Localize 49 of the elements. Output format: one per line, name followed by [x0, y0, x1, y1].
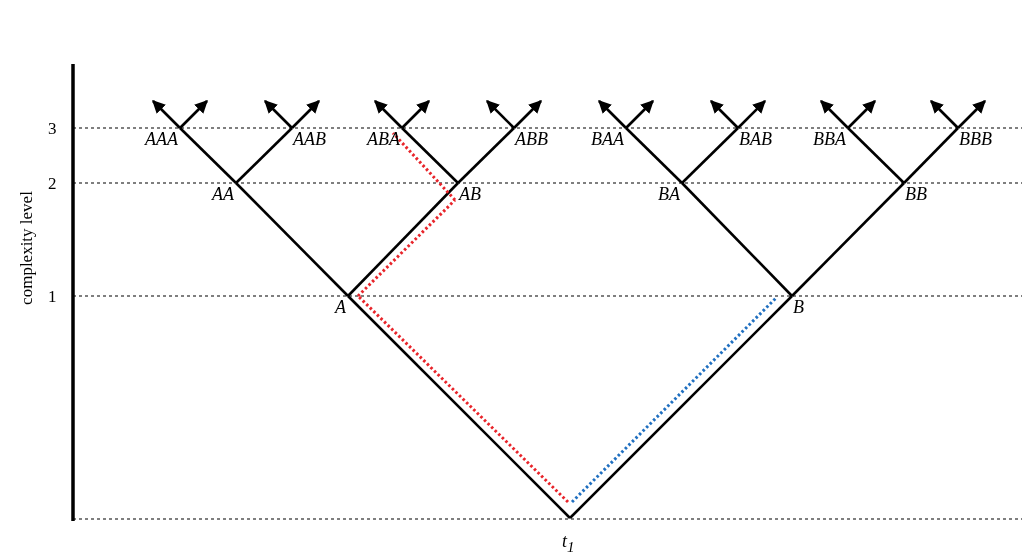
branch-label: BBB [959, 130, 992, 148]
branch-line [847, 127, 905, 184]
branch-line [347, 182, 459, 297]
branch-label: B [793, 298, 804, 316]
branch-label: BB [905, 185, 927, 203]
arrow [291, 100, 320, 129]
branch-line [625, 127, 683, 184]
branch-label: ABA [367, 130, 400, 148]
arrow [710, 100, 739, 129]
arrow [264, 100, 293, 129]
branch-line [681, 182, 793, 297]
branch-line [681, 127, 739, 184]
arrow [930, 100, 959, 129]
arrow [847, 100, 876, 129]
arrow [152, 100, 181, 129]
branch-label: AB [459, 185, 481, 203]
arrow [486, 100, 515, 129]
branch-label: AAB [293, 130, 326, 148]
arrow [179, 100, 208, 129]
arrow [957, 100, 986, 129]
branch-line [235, 182, 349, 297]
arrow [401, 100, 430, 129]
arrow [513, 100, 542, 129]
tick-label: 2 [48, 175, 57, 192]
branch-label: AA [212, 185, 234, 203]
arrow [374, 100, 403, 129]
branch-label: BBA [813, 130, 846, 148]
dotted-path [356, 198, 457, 298]
branch-line [235, 127, 293, 184]
branch-line [457, 127, 515, 184]
branch-line [903, 127, 959, 184]
axis-title: complexity level [17, 191, 35, 305]
branch-label: BA [658, 185, 680, 203]
arrow [737, 100, 766, 129]
tick-label: 3 [48, 120, 57, 137]
branch-line [401, 127, 459, 184]
branch-line [791, 182, 905, 297]
branch-label: BAB [739, 130, 772, 148]
branch-line [179, 127, 237, 184]
tick-label: 1 [48, 288, 57, 305]
arrow [820, 100, 849, 129]
arrow [625, 100, 654, 129]
dotted-path [391, 132, 457, 201]
arrow [598, 100, 627, 129]
branch-label: AAA [145, 130, 178, 148]
branch-label: t$_{1}$ [562, 532, 575, 556]
branch-label: ABB [515, 130, 548, 148]
branch-label: BAA [591, 130, 624, 148]
branch-label: A [335, 298, 346, 316]
